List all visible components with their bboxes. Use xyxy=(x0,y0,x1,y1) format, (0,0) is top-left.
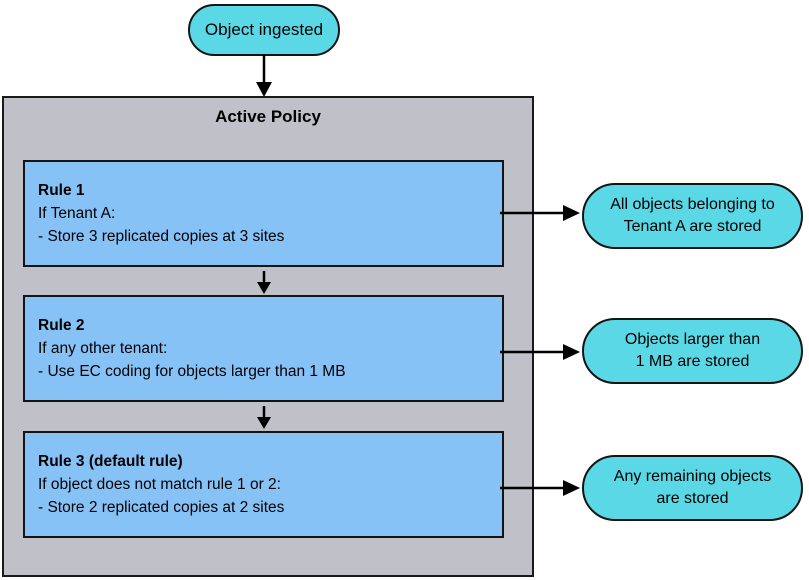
rule-3-box: Rule 3 (default rule) If object does not… xyxy=(23,431,504,538)
rule-2-title: Rule 2 xyxy=(38,317,85,334)
rule-2-condition: If any other tenant: xyxy=(38,340,168,357)
rule-1-title: Rule 1 xyxy=(38,182,85,199)
rule-1-condition: If Tenant A: xyxy=(38,205,116,222)
rule-1-box: Rule 1 If Tenant A: - Store 3 replicated… xyxy=(23,160,504,267)
outcome-label-rule-1: All objects belonging to Tenant A are st… xyxy=(610,196,775,235)
outcome-node-rule-3: Any remaining objects are stored xyxy=(582,455,803,521)
outcome-label-rule-3: Any remaining objects are stored xyxy=(613,468,772,507)
start-node-label: Object ingested xyxy=(204,20,324,39)
outcome-label-rule-2: Objects larger than 1 MB are stored xyxy=(624,331,761,370)
rule-3-condition: If object does not match rule 1 or 2: xyxy=(38,476,281,493)
rule-3-title: Rule 3 (default rule) xyxy=(38,453,183,470)
rule-1-action: - Store 3 replicated copies at 3 sites xyxy=(38,228,285,245)
rule-2-action: - Use EC coding for objects larger than … xyxy=(38,363,346,380)
rule-3-action: - Store 2 replicated copies at 2 sites xyxy=(38,499,285,516)
active-policy-container: Active Policy Rule 1 If Tenant A: - Stor… xyxy=(2,96,534,577)
active-policy-title: Active Policy xyxy=(215,107,321,126)
start-node-object-ingested: Object ingested xyxy=(188,4,340,56)
rule-2-box: Rule 2 If any other tenant: - Use EC cod… xyxy=(23,295,504,402)
outcome-node-rule-2: Objects larger than 1 MB are stored xyxy=(582,318,803,384)
outcome-node-rule-1: All objects belonging to Tenant A are st… xyxy=(582,183,803,249)
arrow-start-to-policy xyxy=(256,54,272,97)
